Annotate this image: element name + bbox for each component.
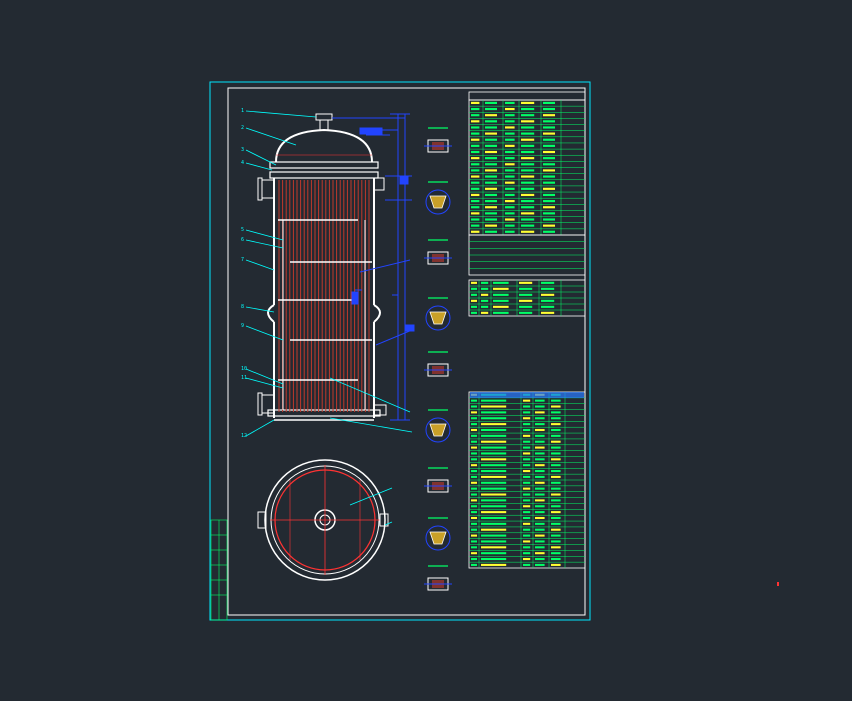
detail-view	[424, 239, 452, 265]
svg-text:4: 4	[241, 160, 244, 166]
svg-text:10: 10	[241, 366, 247, 372]
table-grid	[468, 279, 586, 317]
table-grid	[468, 91, 586, 101]
top-nozzle	[315, 113, 333, 121]
detail-view	[425, 181, 451, 215]
svg-text:6: 6	[241, 237, 244, 243]
top-head	[275, 128, 373, 163]
svg-text:3: 3	[241, 147, 244, 153]
svg-text:2: 2	[241, 125, 244, 131]
detail-view	[425, 517, 451, 551]
detail-views	[424, 127, 452, 591]
svg-text:12: 12	[241, 433, 247, 439]
sheet-outer-frame	[209, 81, 591, 621]
svg-text:8: 8	[241, 304, 244, 310]
vessel-elevation	[257, 113, 387, 421]
detail-view	[425, 297, 451, 331]
svg-text:9: 9	[241, 323, 244, 329]
expansion-joint	[267, 304, 381, 323]
svg-text:11: 11	[241, 375, 247, 381]
vessel-plan-view	[257, 459, 393, 581]
detail-view	[424, 351, 452, 377]
origin-marker	[777, 582, 779, 586]
table-grid	[468, 99, 586, 236]
svg-text:7: 7	[241, 257, 244, 263]
bottom-flange	[267, 409, 381, 417]
baffle-plates	[278, 219, 372, 381]
revision-strip	[210, 519, 228, 621]
nozzle-upper-left	[261, 179, 275, 199]
top-flange	[269, 161, 379, 169]
detail-view	[424, 565, 452, 591]
sheet-inner-frame	[227, 87, 586, 616]
table-grid	[468, 391, 586, 569]
table-grid	[468, 234, 586, 276]
svg-text:1: 1	[241, 108, 244, 114]
part-leaders	[245, 110, 413, 437]
detail-view	[424, 127, 452, 153]
table-header-highlight	[470, 392, 584, 398]
detail-view	[424, 467, 452, 493]
specification-tables	[468, 91, 586, 569]
svg-text:5: 5	[241, 227, 244, 233]
nozzle-upper-right	[373, 177, 385, 191]
nozzle-lower-right	[373, 404, 387, 416]
detail-view	[425, 409, 451, 443]
dimension-lines	[332, 113, 415, 421]
